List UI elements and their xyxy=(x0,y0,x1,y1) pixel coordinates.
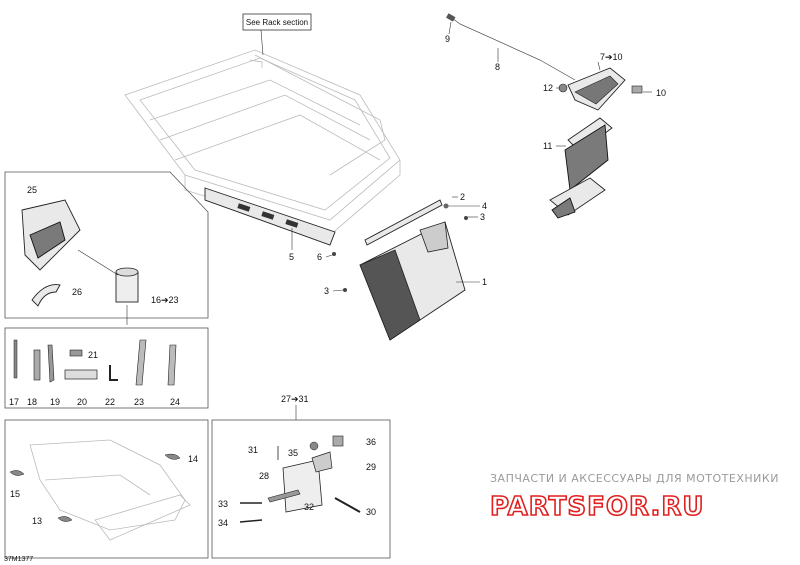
label-5: 5 xyxy=(289,252,294,262)
label-18: 18 xyxy=(27,397,37,407)
tool-23 xyxy=(135,339,147,386)
label-24: 24 xyxy=(170,397,180,407)
label-1: 1 xyxy=(482,277,487,287)
label-25: 25 xyxy=(27,185,37,195)
label-36: 36 xyxy=(366,437,376,447)
label-31: 31 xyxy=(248,445,258,455)
label-13: 13 xyxy=(32,516,42,526)
nut-35-part xyxy=(309,441,319,451)
spacer-36-part xyxy=(332,435,344,447)
screw-3b-part xyxy=(343,288,347,292)
tool-kit-frame xyxy=(4,327,209,409)
decal-15-part xyxy=(9,470,25,476)
tool-bag-part xyxy=(77,249,139,325)
snow-flap-part xyxy=(359,221,466,341)
part-labels: 1 2 3 3 4 5 6 7➔10 8 9 10 11 12 13 14 15… xyxy=(9,34,666,528)
label-23: 23 xyxy=(134,397,144,407)
label-9: 9 xyxy=(445,34,450,44)
label-17: 17 xyxy=(9,397,19,407)
tool-21 xyxy=(69,349,83,357)
leader-lines xyxy=(291,21,652,292)
watermark: ЗАПЧАСТИ И АКСЕССУАРЫ ДЛЯ МОТОТЕХНИКИ PA… xyxy=(489,472,779,523)
label-22: 22 xyxy=(105,397,115,407)
label-30: 30 xyxy=(366,507,376,517)
plate-32-part xyxy=(267,489,301,503)
strap-26-part xyxy=(31,284,61,307)
bolt-10-part xyxy=(631,85,643,94)
tool-24 xyxy=(167,344,177,386)
tail-light-part xyxy=(567,67,626,111)
label-2: 2 xyxy=(460,192,465,202)
bracket-29-part xyxy=(311,451,333,473)
snowmobile-outline xyxy=(29,439,191,541)
label-35: 35 xyxy=(288,448,298,458)
label-3-left: 3 xyxy=(324,286,329,296)
label-27-31: 27➔31 xyxy=(281,394,309,404)
grommet-12-part xyxy=(558,83,568,93)
label-3-right: 3 xyxy=(480,212,485,222)
flap-bracket-part xyxy=(204,187,336,246)
watermark-tagline: ЗАПЧАСТИ И АКСЕССУАРЫ ДЛЯ МОТОТЕХНИКИ xyxy=(490,472,779,485)
rack-section-callout: See Rack section xyxy=(242,13,312,56)
nut-4-part xyxy=(443,203,449,209)
tool-17 xyxy=(13,339,18,379)
label-20: 20 xyxy=(77,397,87,407)
watermark-logo: PARTSFOR.RU xyxy=(490,492,704,522)
light-bracket-part xyxy=(549,117,613,219)
tool-22 xyxy=(109,365,118,381)
label-16-23: 16➔23 xyxy=(151,295,179,305)
tool-18 xyxy=(33,349,41,381)
label-10: 10 xyxy=(656,88,666,98)
wiring-harness-part xyxy=(446,13,576,81)
label-15: 15 xyxy=(10,489,20,499)
screw-3-part xyxy=(464,216,468,220)
tool-20 xyxy=(64,369,98,380)
screw-34-part xyxy=(239,519,263,523)
label-6: 6 xyxy=(317,252,322,262)
decals-frame xyxy=(4,419,209,559)
label-11: 11 xyxy=(543,141,552,151)
label-19: 19 xyxy=(50,397,60,407)
decal-14-part xyxy=(164,453,181,460)
bolt-30-part xyxy=(334,497,361,513)
label-12: 12 xyxy=(543,83,553,93)
tool-kit-items xyxy=(13,339,177,386)
label-8: 8 xyxy=(495,62,500,72)
label-33: 33 xyxy=(218,499,228,509)
tool-19 xyxy=(47,344,55,383)
hardware-kit-items xyxy=(239,435,361,523)
storage-cover-part xyxy=(21,199,81,271)
label-32: 32 xyxy=(304,502,314,512)
screw-6-part xyxy=(332,252,336,256)
label-21: 21 xyxy=(88,350,98,360)
label-29: 29 xyxy=(366,462,376,472)
label-7-10: 7➔10 xyxy=(600,52,623,62)
flap-strip-part xyxy=(364,199,443,246)
label-34: 34 xyxy=(218,518,228,528)
rack-section-callout-text: See Rack section xyxy=(246,18,308,27)
decal-13-part xyxy=(57,516,73,522)
figure-code: 37M1377 xyxy=(4,556,33,563)
label-28: 28 xyxy=(259,471,269,481)
cover-group-frame xyxy=(4,171,209,319)
label-26: 26 xyxy=(72,287,82,297)
hardware-kit-frame xyxy=(211,419,391,559)
label-14: 14 xyxy=(188,454,198,464)
label-4: 4 xyxy=(482,201,487,211)
rack-ghost-illustration xyxy=(124,49,401,236)
